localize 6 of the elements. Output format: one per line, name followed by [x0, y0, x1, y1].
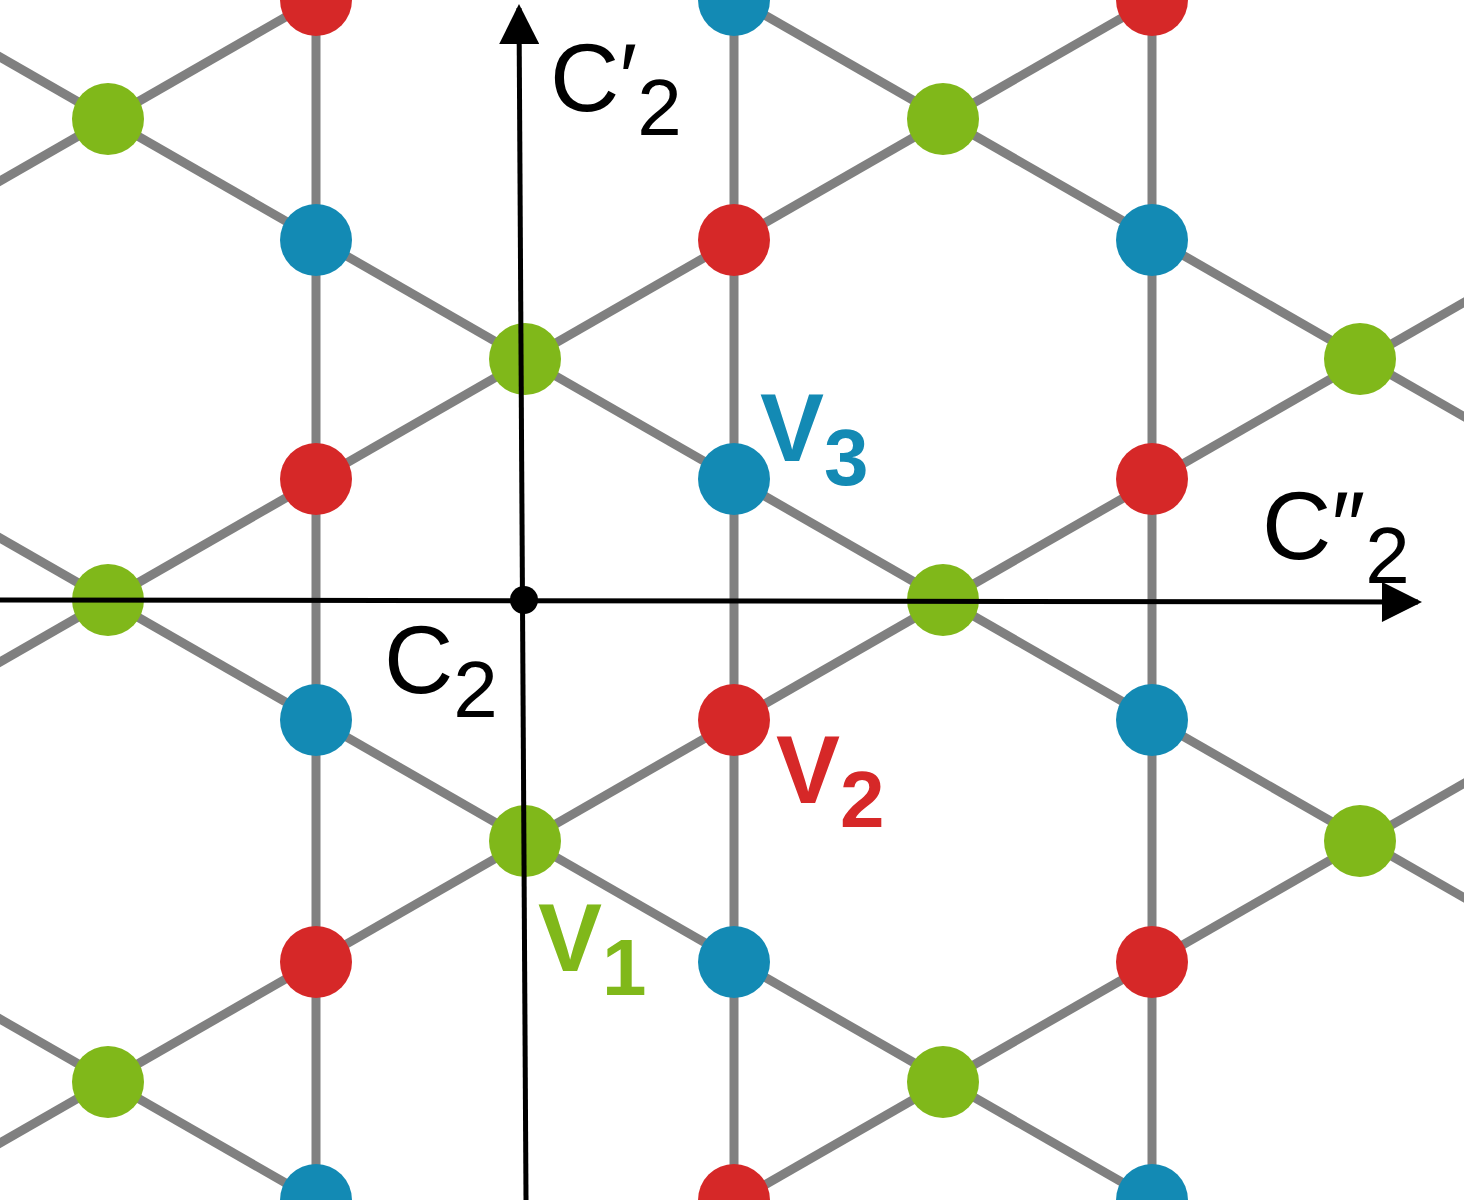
site-label: V$_{1}$: [538, 890, 647, 1008]
axis-label: C′$_{2}$: [550, 30, 682, 148]
site-label: V$_{3}$: [760, 380, 869, 498]
site-label: V$_{2}$: [776, 722, 885, 840]
axis-label: C″$_{2}$: [1262, 478, 1410, 596]
axis-label: C$_{2}$: [384, 612, 498, 730]
